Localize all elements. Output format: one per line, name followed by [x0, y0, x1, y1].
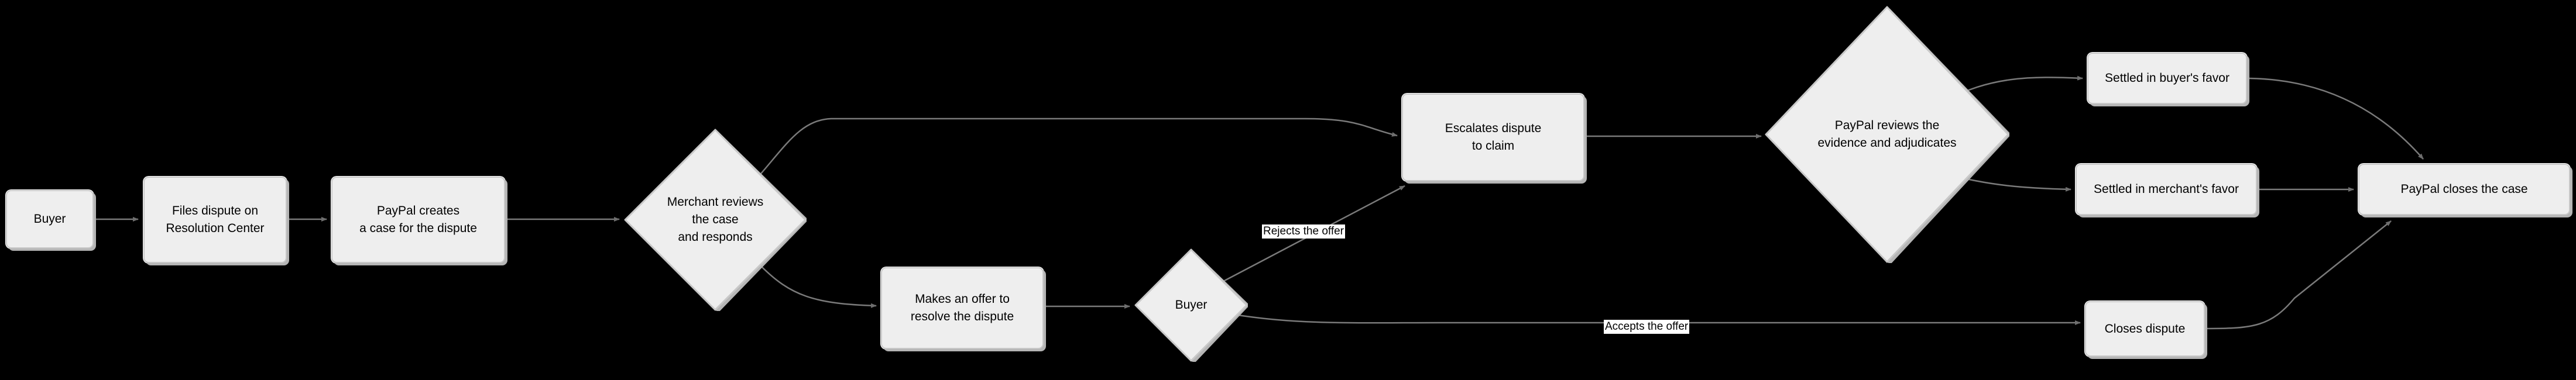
edge-merchant-escalates	[760, 118, 1398, 174]
node-label-paypal-closes-case: PayPal closes the case	[2400, 182, 2528, 196]
edge-closesdispute-close	[2207, 220, 2392, 330]
node-label-escalates-claim: Escalates dispute to claim	[1445, 122, 1542, 153]
node-paypal-closes-case[interactable]: PayPal closes the case	[2358, 164, 2570, 215]
node-label-settled-merchant: Settled in merchant's favor	[2094, 182, 2239, 196]
node-paypal-creates[interactable]: PayPal creates a case for the dispute	[331, 177, 505, 263]
node-label-merchant-reviews: Merchant reviews the case and responds	[667, 195, 764, 244]
node-makes-offer[interactable]: Makes an offer to resolve the dispute	[881, 267, 1044, 349]
node-merchant-reviews[interactable]: Merchant reviews the case and responds	[624, 129, 807, 311]
node-files-dispute[interactable]: Files dispute on Resolution Center	[143, 177, 287, 263]
node-escalates-claim[interactable]: Escalates dispute to claim	[1402, 94, 1584, 181]
node-paypal-reviews[interactable]: PayPal reviews the evidence and adjudica…	[1765, 6, 2009, 263]
node-label-makes-offer: Makes an offer to resolve the dispute	[910, 292, 1014, 323]
node-settled-merchant[interactable]: Settled in merchant's favor	[2076, 164, 2257, 215]
node-settled-buyer[interactable]: Settled in buyer's favor	[2087, 53, 2247, 104]
node-buyer-decision[interactable]: Buyer	[1134, 248, 1248, 362]
node-label-files-dispute: Files dispute on Resolution Center	[166, 204, 265, 235]
node-label-closes-dispute: Closes dispute	[2104, 322, 2186, 336]
node-label-buyer-start: Buyer	[33, 212, 66, 226]
edge-buyerfavor-close	[2249, 77, 2424, 160]
edge-label-label-accepts: Accepts the offer	[1604, 320, 1690, 334]
node-label-settled-buyer: Settled in buyer's favor	[2105, 71, 2229, 85]
diamond-shape-paypal-reviews	[1765, 6, 2009, 263]
node-label-paypal-creates: PayPal creates a case for the dispute	[359, 204, 477, 235]
node-closes-dispute[interactable]: Closes dispute	[2085, 301, 2205, 357]
node-buyer-start[interactable]: Buyer	[6, 190, 94, 248]
node-label-buyer-decision: Buyer	[1175, 298, 1208, 312]
node-label-paypal-reviews: PayPal reviews the evidence and adjudica…	[1817, 119, 1957, 150]
edge-label-label-rejects: Rejects the offer	[1262, 224, 1346, 239]
